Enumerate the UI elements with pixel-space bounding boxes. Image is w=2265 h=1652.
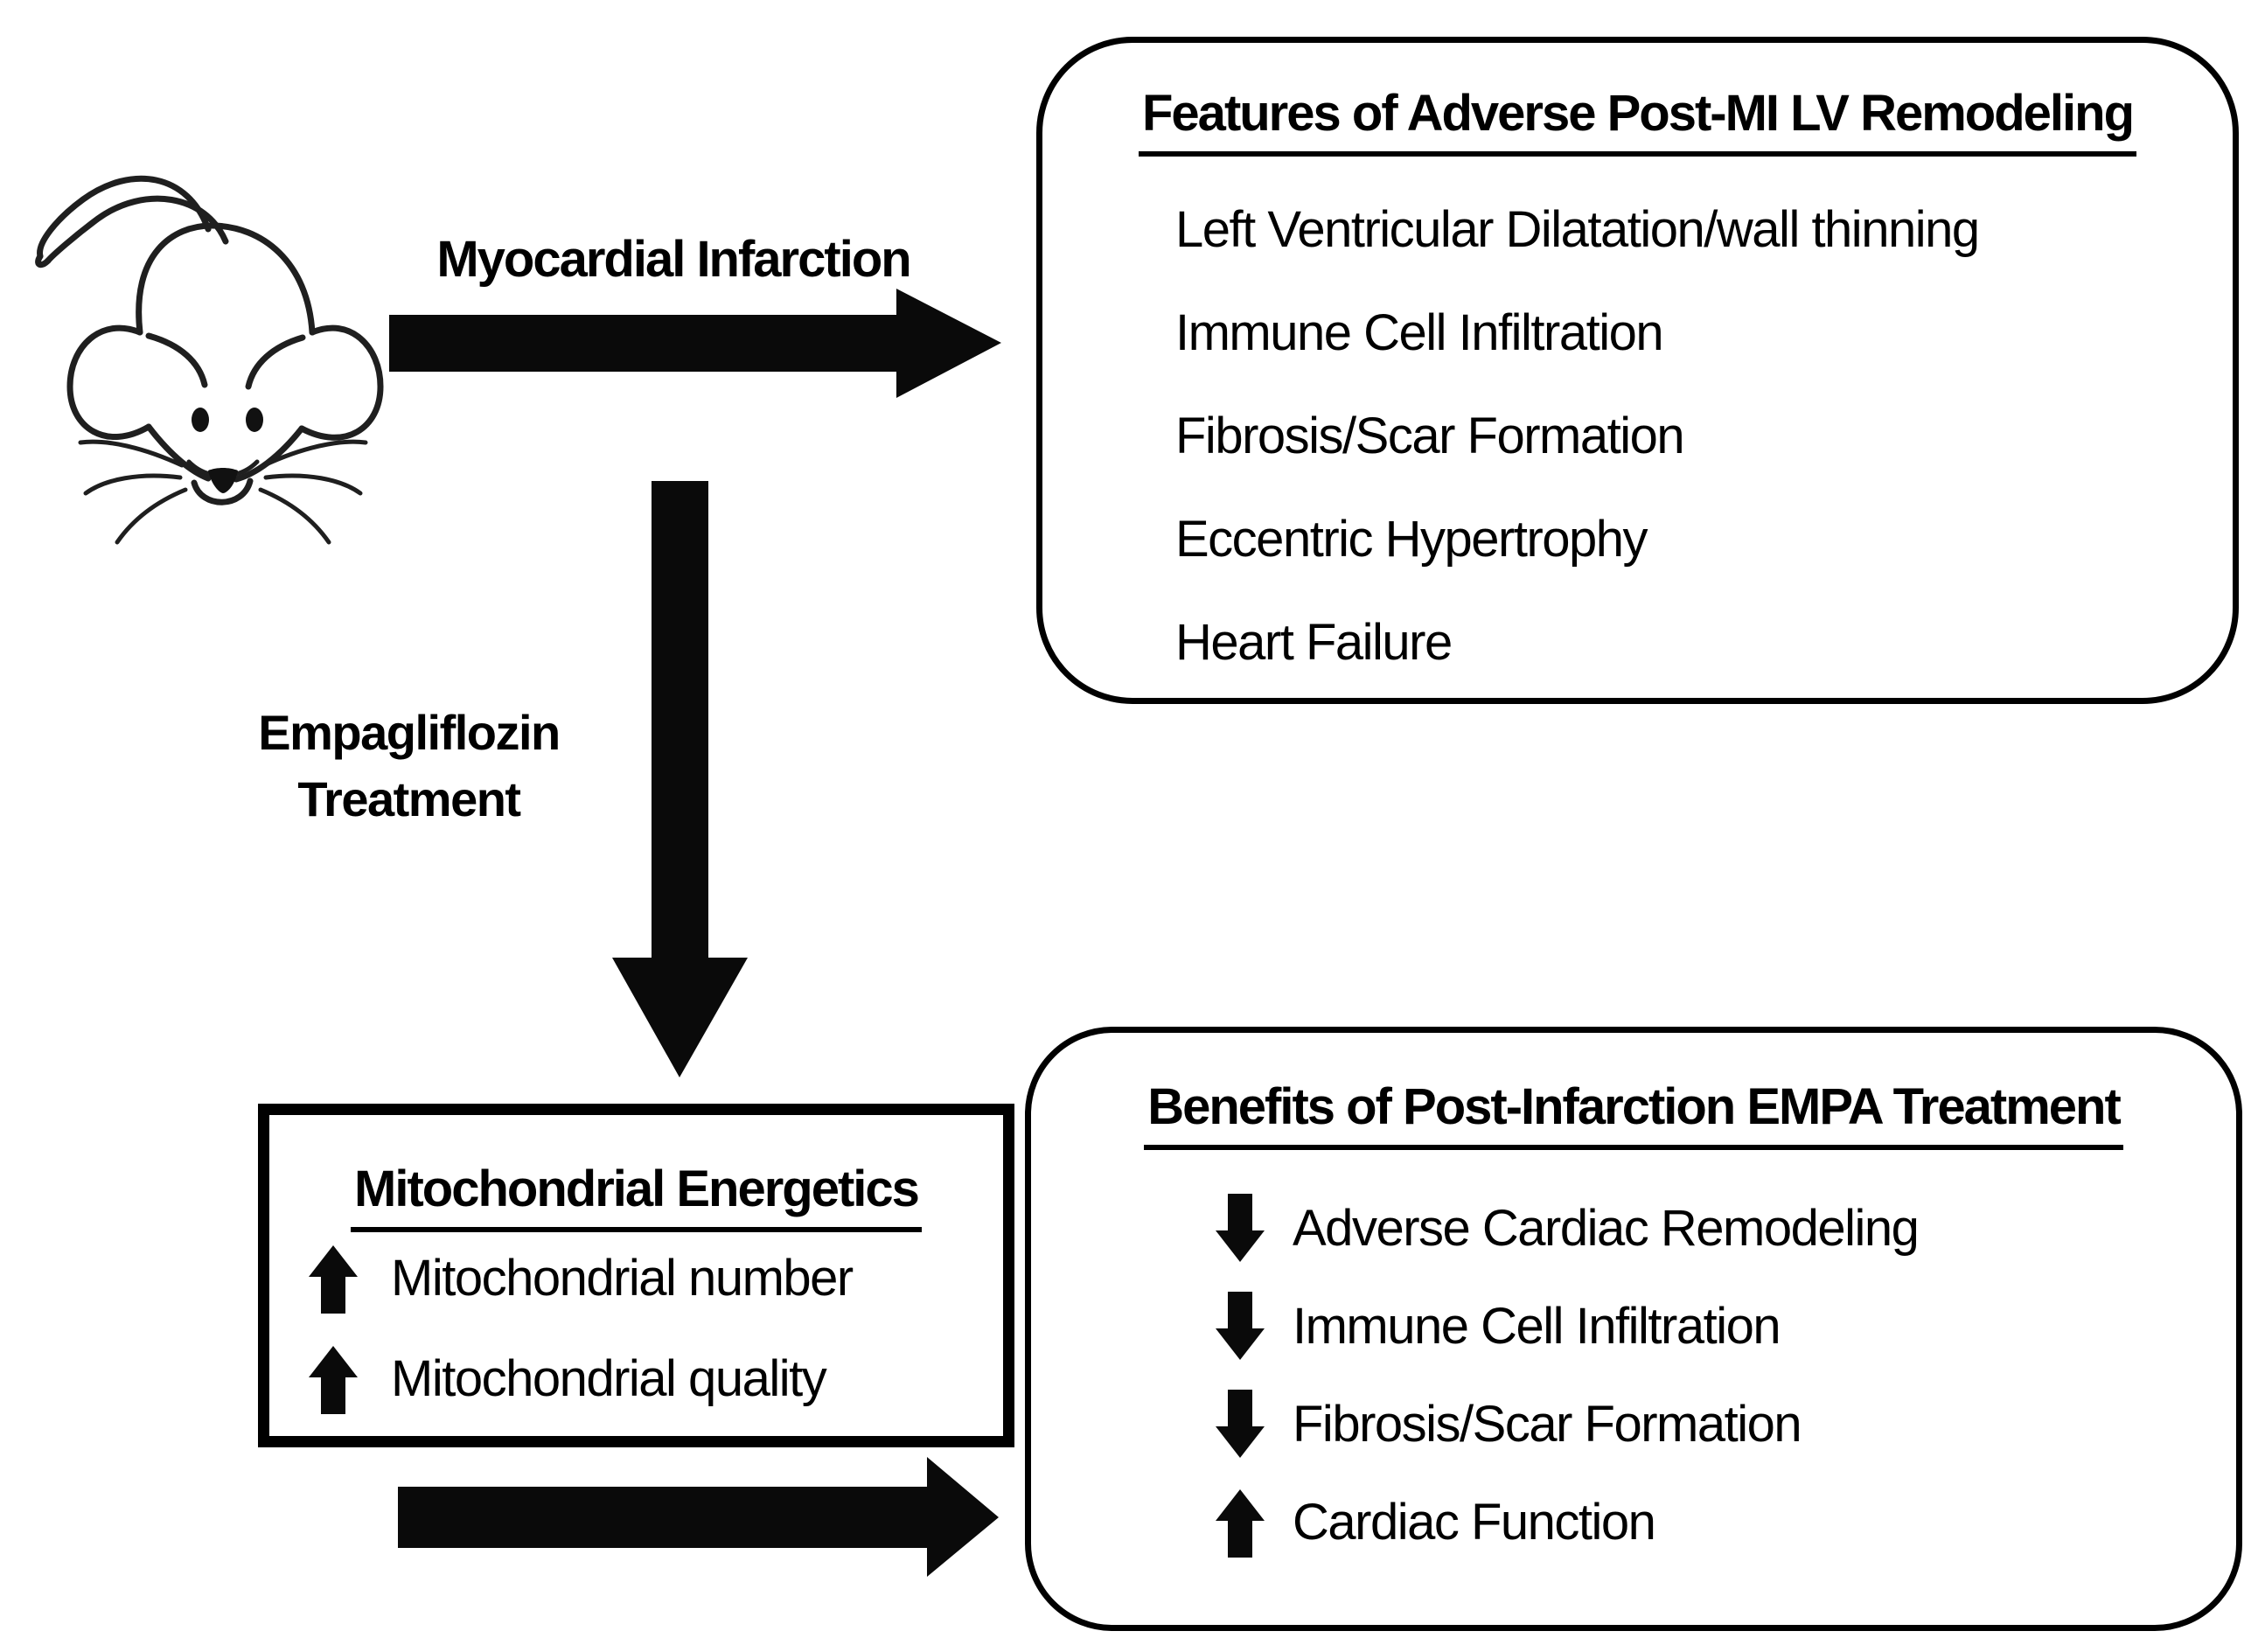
down-arrow-icon <box>1216 1390 1265 1458</box>
mouse-illustration <box>35 175 384 545</box>
mouse-chin <box>191 477 254 505</box>
list-item: Mitochondrial number <box>269 1228 1003 1328</box>
empagliflozin-treatment-line2: Treatment <box>297 771 521 826</box>
benefits-of-empa-treatment-box: Benefits of Post-Infarction EMPA Treatme… <box>1025 1027 2242 1631</box>
empagliflozin-treatment-label: Empagliflozin Treatment <box>206 700 612 833</box>
up-arrow-icon <box>309 1244 358 1314</box>
list-item: Fibrosis/Scar Formation <box>1175 408 1685 464</box>
mouse-body <box>136 222 316 336</box>
list-item: Heart Failure <box>1175 614 1453 671</box>
mouse-left-cheek <box>145 423 212 482</box>
right-arrow-myocardial-infarction <box>389 289 1001 398</box>
mouse-right-inner-ear <box>245 334 306 390</box>
down-arrow-icon <box>1216 1292 1265 1360</box>
empagliflozin-treatment-line1: Empagliflozin <box>258 705 561 760</box>
list-item: Adverse Cardiac Remodeling <box>1031 1180 2236 1278</box>
mouse-left-smile-line <box>186 459 213 477</box>
mouse-whisker <box>263 473 363 496</box>
up-arrow-icon <box>309 1345 358 1414</box>
right-arrow-energetics-to-benefits <box>398 1457 999 1577</box>
benefits-list: Adverse Cardiac Remodeling Immune Cell I… <box>1031 1180 2236 1572</box>
mouse-left-eye <box>192 408 209 432</box>
benefits-box-title: Benefits of Post-Infarction EMPA Treatme… <box>1031 1077 2236 1150</box>
mouse-right-ear <box>298 324 384 441</box>
up-arrow-icon <box>1216 1489 1265 1558</box>
list-item: Eccentric Hypertrophy <box>1175 511 1648 568</box>
down-arrow-icon <box>1216 1194 1265 1262</box>
mouse-left-ear <box>66 324 152 440</box>
list-item: Fibrosis/Scar Formation <box>1031 1376 2236 1474</box>
mouse-whisker <box>115 487 188 545</box>
mouse-whisker <box>78 439 185 468</box>
down-arrow-empagliflozin <box>612 481 748 1077</box>
mouse-nose <box>208 468 238 493</box>
list-item: Left Ventricular Dilatation/wall thinnin… <box>1175 201 1980 258</box>
list-item: Immune Cell Infiltration <box>1175 304 1664 361</box>
features-box-title: Features of Adverse Post-MI LV Remodelin… <box>1042 83 2233 157</box>
mouse-whisker <box>258 487 331 545</box>
list-item: Cardiac Function <box>1031 1474 2236 1572</box>
features-of-adverse-remodeling-box: Features of Adverse Post-MI LV Remodelin… <box>1036 37 2239 704</box>
energetics-box-title: Mitochondrial Energetics <box>269 1159 1003 1232</box>
list-item: Immune Cell Infiltration <box>1031 1278 2236 1376</box>
mouse-left-inner-ear <box>145 332 208 388</box>
features-list: Left Ventricular Dilatation/wall thinnin… <box>1042 178 2233 694</box>
energetics-list: Mitochondrial number Mitochondrial quali… <box>269 1228 1003 1429</box>
mitochondrial-energetics-box: Mitochondrial Energetics Mitochondrial n… <box>258 1104 1014 1447</box>
mouse-tail-outer <box>37 175 212 260</box>
mouse-tail-inner <box>45 195 229 264</box>
mouse-whisker <box>83 473 183 496</box>
mouse-right-eye <box>246 408 263 432</box>
list-item: Mitochondrial quality <box>269 1328 1003 1429</box>
myocardial-infarction-label: Myocardial Infarction <box>436 231 911 288</box>
mouse-tail-tip <box>35 253 52 268</box>
mouse-right-smile-line <box>233 459 260 477</box>
mouse-whisker <box>261 439 368 468</box>
